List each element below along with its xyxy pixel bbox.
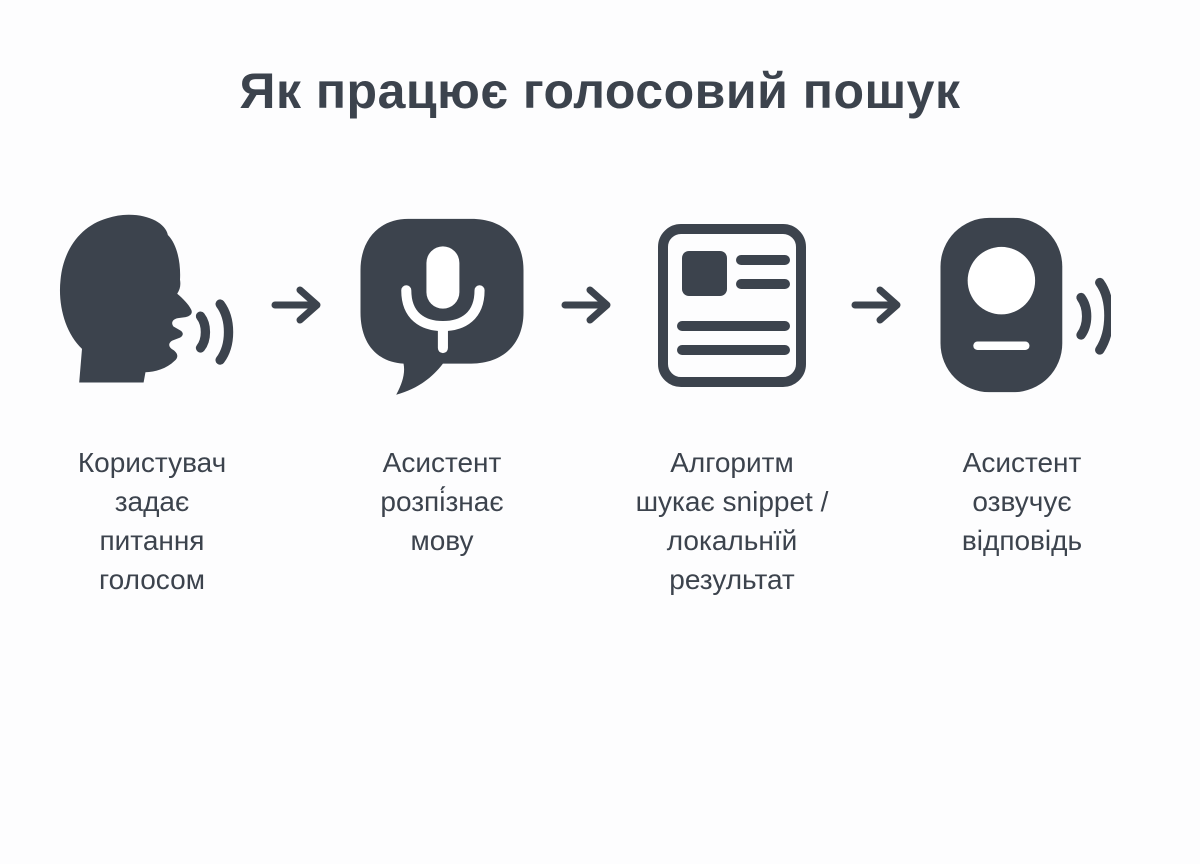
step-label: Алгоритм шукає snippet / локальнїй резул… [635, 447, 829, 595]
smart-speaker-sound-icon [940, 217, 1111, 393]
step-user-question: Користувач задає питання голосом [36, 209, 268, 599]
step-algorithm-search: Алгоритм шукає snippet / локальнїй резул… [616, 209, 848, 599]
step-label: Асистент розпі́знає мову [380, 447, 504, 556]
step-icon-box [933, 209, 1111, 401]
arrow-box [848, 209, 906, 401]
right-arrow-icon [561, 286, 611, 324]
step-icon-box [48, 209, 256, 401]
step-label: Користувач задає питання голосом [77, 447, 227, 595]
arrow-box [558, 209, 616, 401]
right-arrow-icon [271, 286, 321, 324]
page-title: Як працює голосовий пошук [239, 63, 961, 119]
right-arrow-icon [851, 286, 901, 324]
search-result-document-icon [658, 223, 806, 387]
step-icon-box [355, 209, 529, 401]
step-voice-answer: Асистент озвучує відповідь [906, 209, 1138, 560]
step-icon-box [657, 209, 807, 401]
arrow-box [268, 209, 326, 401]
voice-search-infographic: Як працює голосовий пошук Користувач зад… [0, 64, 1200, 864]
steps-row: Користувач задає питання голосом Асистен… [0, 209, 1200, 599]
step-speech-recognition: Асистент розпі́знає мову [326, 209, 558, 560]
step-label: Асистент озвучує відповідь [961, 447, 1083, 556]
speech-bubble-microphone-icon [360, 218, 524, 395]
speaking-head-icon [59, 214, 234, 383]
